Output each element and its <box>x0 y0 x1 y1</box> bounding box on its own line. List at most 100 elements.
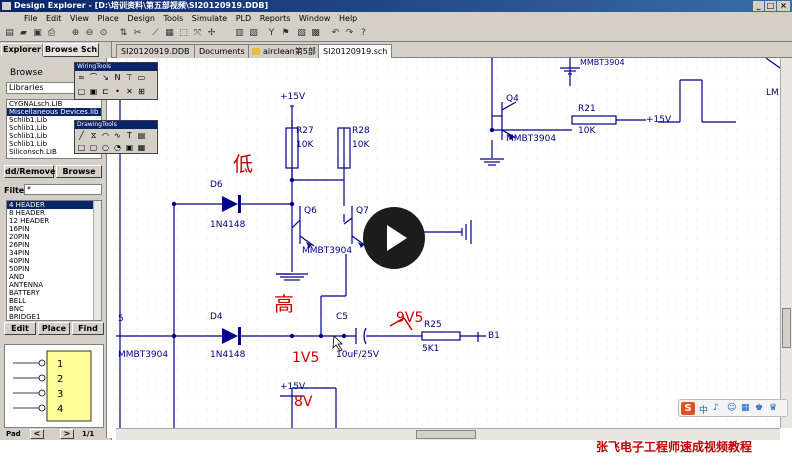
component-item[interactable]: AND <box>9 273 25 281</box>
menu-place[interactable]: Place <box>97 14 119 23</box>
menu-design[interactable]: Design <box>127 14 155 23</box>
minimize-icon[interactable]: _ <box>753 1 764 11</box>
filter-input[interactable]: * <box>24 184 102 195</box>
next-part-icon[interactable]: > <box>60 429 74 439</box>
wire-tool-icon[interactable]: ≈ <box>78 73 85 82</box>
part-tool-icon[interactable]: ▭ <box>137 73 146 82</box>
vertical-scroll-thumb[interactable] <box>782 308 791 348</box>
no-erc-icon[interactable]: ✕ <box>126 87 133 96</box>
component-item[interactable]: ANTENNA <box>9 281 43 289</box>
net-label-icon[interactable]: Ν <box>114 73 121 82</box>
component-item-selected[interactable]: 4 HEADER <box>7 201 101 209</box>
close-icon[interactable]: × <box>777 1 790 11</box>
maximize-icon[interactable]: □ <box>765 1 776 11</box>
bezier-tool-icon[interactable]: ∿ <box>114 131 121 140</box>
library-item[interactable]: Schlib1.Lib <box>9 116 48 124</box>
sheet-entry-icon[interactable]: ▣ <box>89 87 98 96</box>
component-item[interactable]: BELL <box>9 297 27 305</box>
menu-window[interactable]: Window <box>298 14 331 23</box>
rectangle-tool-icon[interactable]: □ <box>77 143 86 152</box>
zoom-out-icon[interactable]: ⊖ <box>85 28 94 38</box>
select-icon[interactable]: ⬚ <box>179 28 188 38</box>
menu-view[interactable]: View <box>69 14 89 23</box>
tray-moon-icon[interactable]: ♪ <box>713 403 719 413</box>
library-item[interactable]: Siliconsch.LIB <box>9 148 57 156</box>
horizontal-scrollbar[interactable] <box>116 428 780 440</box>
component-item[interactable]: 8 HEADER <box>9 209 45 217</box>
print-icon[interactable]: ⎙ <box>47 28 56 38</box>
round-rect-icon[interactable]: ▢ <box>89 143 98 152</box>
prev-part-icon[interactable]: < <box>30 429 44 439</box>
panel-splitter[interactable] <box>106 58 112 438</box>
component-list-scrollbar[interactable] <box>93 201 101 320</box>
help-icon[interactable]: ? <box>361 28 366 38</box>
paste-icon[interactable]: ▦ <box>165 28 174 38</box>
sheet-symbol-icon[interactable]: ▢ <box>77 87 86 96</box>
graphic-tool-icon[interactable]: ▣ <box>125 143 134 152</box>
tray-user-icon[interactable]: ♚ <box>755 403 764 413</box>
library-icon[interactable]: ▥ <box>235 28 244 38</box>
ellipse-tool-icon[interactable]: ○ <box>102 143 109 152</box>
tray-emoji-icon[interactable]: ☺ <box>727 403 737 413</box>
menu-reports[interactable]: Reports <box>259 14 291 23</box>
component-item[interactable]: BNC <box>9 305 24 313</box>
tray-keyboard-icon[interactable]: ▦ <box>741 403 750 413</box>
menu-edit[interactable]: Edit <box>45 14 62 23</box>
power-port-icon[interactable]: ⊤ <box>126 73 133 82</box>
component-item[interactable]: 12 HEADER <box>9 217 50 225</box>
pcb-layout-icon[interactable]: ⊞ <box>138 87 145 96</box>
component-item[interactable]: BATTERY <box>9 289 40 297</box>
library-item[interactable]: Schlib1.Lib <box>9 132 48 140</box>
tray-chinese-icon[interactable]: 中 <box>699 406 709 416</box>
component-item[interactable]: 26PIN <box>9 241 30 249</box>
menu-file[interactable]: File <box>24 14 38 23</box>
open-icon[interactable]: ▰ <box>20 28 27 38</box>
zoom-fit-icon[interactable]: ⊙ <box>99 28 108 38</box>
panel-toggle-icon[interactable]: ▤ <box>5 28 14 38</box>
library-item[interactable]: CYGNALsch.LIB <box>9 100 63 108</box>
tray-skin-icon[interactable]: ♛ <box>769 403 778 413</box>
sheet-icon[interactable]: ▧ <box>297 28 306 38</box>
tab-documents[interactable]: Documents <box>194 44 250 58</box>
vertical-scrollbar[interactable] <box>780 58 792 428</box>
edit-button[interactable]: Edit <box>4 322 36 335</box>
undo-icon[interactable]: ↶ <box>331 28 340 38</box>
polygon-tool-icon[interactable]: ⧖ <box>90 131 97 140</box>
sheets-icon[interactable]: ▩ <box>311 28 320 38</box>
tab-airclean[interactable]: airclean第5部 <box>248 44 321 58</box>
probe-icon[interactable]: Y <box>268 28 275 38</box>
wiring-tools-palette[interactable]: WiringTools ≈ ⌒ ↘ Ν ⊤ ▭ ▢ ▣ ⊏ • ✕ ⊞ <box>74 62 158 100</box>
library-item[interactable]: Schlib1.Lib <box>9 140 48 148</box>
junction-icon[interactable]: • <box>115 87 120 96</box>
component-item[interactable]: 34PIN <box>9 249 30 257</box>
line-tool-icon[interactable]: ╱ <box>79 131 84 140</box>
tab-ddb[interactable]: SI20120919.DDB <box>116 44 195 58</box>
menu-tools[interactable]: Tools <box>163 14 184 23</box>
browse-button[interactable]: Browse <box>56 165 102 178</box>
cut-icon[interactable]: ✂ <box>133 28 142 38</box>
arc-tool-icon[interactable]: ◠ <box>102 131 109 140</box>
component-item[interactable]: 40PIN <box>9 257 30 265</box>
save-icon[interactable]: ▣ <box>33 28 42 38</box>
flag-icon[interactable]: ⚑ <box>281 28 290 38</box>
wire-icon[interactable]: ⟋ <box>152 28 159 38</box>
add-remove-button[interactable]: dd/Remove <box>4 165 56 178</box>
menu-pld[interactable]: PLD <box>235 14 252 23</box>
deselect-icon[interactable]: ⤧ <box>193 28 202 38</box>
bus-entry-icon[interactable]: ↘ <box>102 73 109 82</box>
move-icon[interactable]: ✢ <box>207 28 216 38</box>
tab-browse-sch[interactable]: Browse Sch <box>43 43 99 57</box>
library-item[interactable]: Schlib1.Lib <box>9 124 48 132</box>
text-frame-icon[interactable]: ▤ <box>137 131 146 140</box>
zoom-in-icon[interactable]: ⊕ <box>71 28 80 38</box>
bus-tool-icon[interactable]: ⌒ <box>89 73 98 82</box>
component-item[interactable]: 20PIN <box>9 233 30 241</box>
libraries-list[interactable]: CYGNALsch.LIB Miscellaneous Devices.lib … <box>6 99 102 159</box>
port-icon[interactable]: ⊏ <box>102 87 109 96</box>
menu-simulate[interactable]: Simulate <box>191 14 228 23</box>
menu-help[interactable]: Help <box>339 14 358 23</box>
find-button[interactable]: Find <box>72 322 104 335</box>
library-item-selected[interactable]: Miscellaneous Devices.lib <box>7 108 101 116</box>
redo-icon[interactable]: ↷ <box>345 28 354 38</box>
array-tool-icon[interactable]: ▦ <box>137 143 146 152</box>
